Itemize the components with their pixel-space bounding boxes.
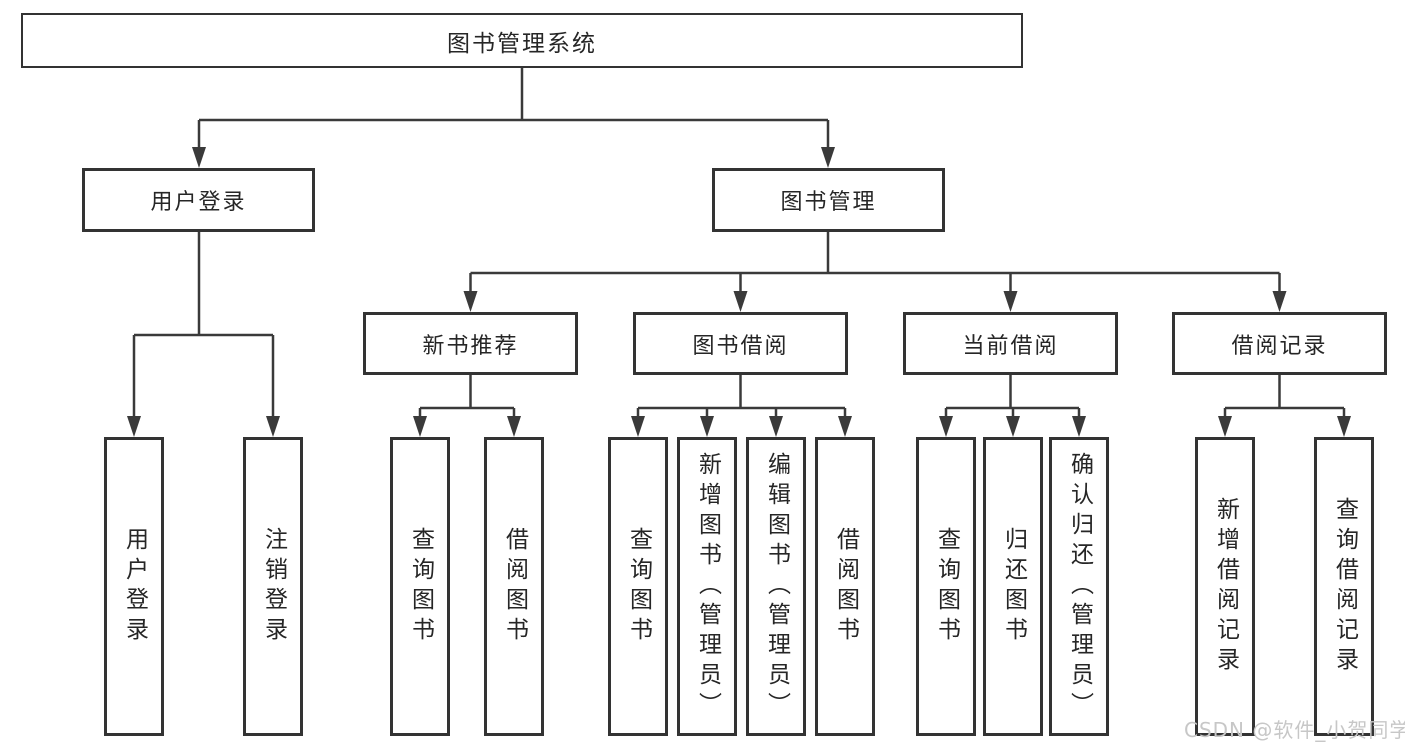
- node-return-books: 归还图书: [983, 437, 1043, 736]
- node-query-books-recommend: 查询图书: [390, 437, 450, 736]
- node-book-borrow: 图书借阅: [633, 312, 848, 375]
- node-add-borrow-record: 新增借阅记录: [1195, 437, 1255, 736]
- node-root-system: 图书管理系统: [21, 13, 1023, 68]
- node-borrow-books-recommend: 借阅图书: [484, 437, 544, 736]
- node-query-borrow-record: 查询借阅记录: [1314, 437, 1374, 736]
- csdn-watermark: CSDN @软件_小贺同学: [1184, 718, 1405, 742]
- node-confirm-return-admin: 确认归还（管理员）: [1049, 437, 1109, 736]
- node-label: 查询图书: [407, 526, 434, 647]
- node-label: 注销登录: [260, 526, 287, 647]
- node-user-login-module: 用户登录: [82, 168, 315, 232]
- node-logout-action: 注销登录: [243, 437, 303, 736]
- node-user-login-action: 用户登录: [104, 437, 164, 736]
- node-new-book-recommend: 新书推荐: [363, 312, 578, 375]
- node-label: 查询图书: [625, 526, 652, 647]
- node-borrow-records: 借阅记录: [1172, 312, 1387, 375]
- node-label: 借阅图书: [832, 526, 859, 647]
- node-label: 用户登录: [121, 526, 148, 647]
- node-current-borrow: 当前借阅: [903, 312, 1118, 375]
- node-label: 编辑图书（管理员）: [763, 451, 790, 722]
- node-label: 查询借阅记录: [1331, 496, 1358, 677]
- arrowheads: [127, 147, 1351, 437]
- node-label: 归还图书: [1000, 526, 1027, 647]
- node-label: 新增借阅记录: [1212, 496, 1239, 677]
- node-query-books-borrow: 查询图书: [608, 437, 668, 736]
- node-edit-books-admin: 编辑图书（管理员）: [746, 437, 806, 736]
- node-label: 新增图书（管理员）: [694, 451, 721, 722]
- node-query-books-current: 查询图书: [916, 437, 976, 736]
- node-label: 查询图书: [933, 526, 960, 647]
- node-borrow-books: 借阅图书: [815, 437, 875, 736]
- node-add-books-admin: 新增图书（管理员）: [677, 437, 737, 736]
- node-label: 借阅图书: [501, 526, 528, 647]
- node-book-management-module: 图书管理: [712, 168, 945, 232]
- node-label: 确认归还（管理员）: [1066, 451, 1093, 722]
